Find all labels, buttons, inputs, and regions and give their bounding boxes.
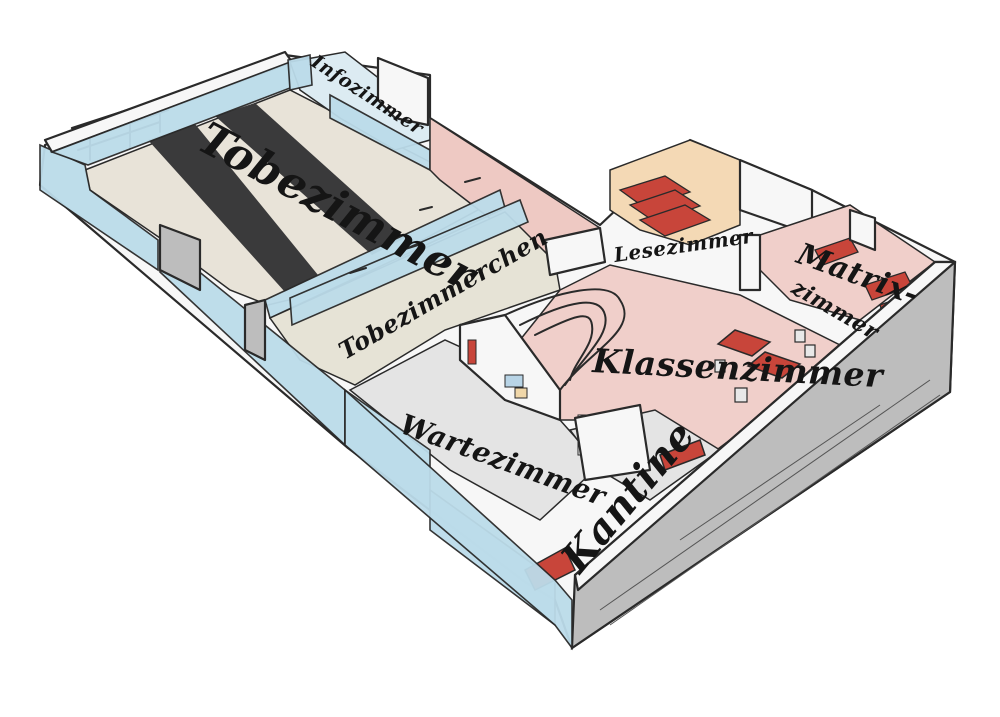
klassenzimmer-steps bbox=[504, 288, 626, 391]
interior-wall-2 bbox=[738, 233, 762, 292]
tobezimmer-mat-left bbox=[148, 124, 318, 292]
outer-glass-front bbox=[344, 388, 573, 651]
outer-wall-right-top bbox=[573, 260, 957, 592]
klassenzimmer-desks bbox=[714, 329, 816, 403]
tobezimmer-mat-right bbox=[215, 103, 405, 255]
wall-texture bbox=[599, 379, 941, 626]
klassenzimmer-art-wall bbox=[458, 313, 562, 422]
infozimmer-block bbox=[376, 56, 430, 127]
infozimmer-glass bbox=[287, 54, 313, 91]
kantine-wall bbox=[573, 403, 652, 482]
tobezimmer-glass-wall bbox=[39, 143, 159, 272]
outer-wall-left-segment-2 bbox=[243, 298, 267, 362]
interior-wall-3 bbox=[848, 208, 877, 252]
interior-wall-1 bbox=[543, 226, 607, 277]
outer-wall-left-segment bbox=[158, 223, 202, 292]
tobezimmerchen-glass bbox=[289, 198, 530, 327]
kantine-counter bbox=[659, 439, 706, 471]
lesezimmer-steps bbox=[618, 175, 712, 237]
